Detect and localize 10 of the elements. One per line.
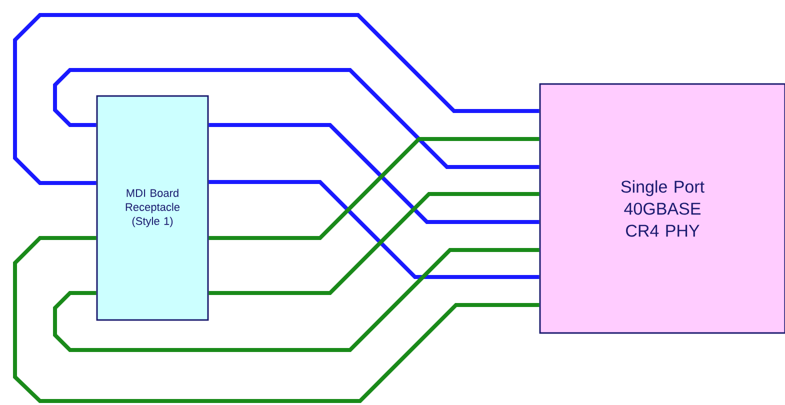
wire <box>208 123 540 224</box>
wire <box>53 68 540 169</box>
phy-box: Single Port 40GBASE CR4 PHY <box>539 83 785 334</box>
wire <box>208 180 540 279</box>
receptacle-box: MDI Board Receptacle (Style 1) <box>96 95 209 321</box>
wire <box>208 192 540 295</box>
wire <box>13 13 540 185</box>
wire <box>13 236 540 403</box>
wire <box>208 137 540 240</box>
wire <box>53 248 540 352</box>
